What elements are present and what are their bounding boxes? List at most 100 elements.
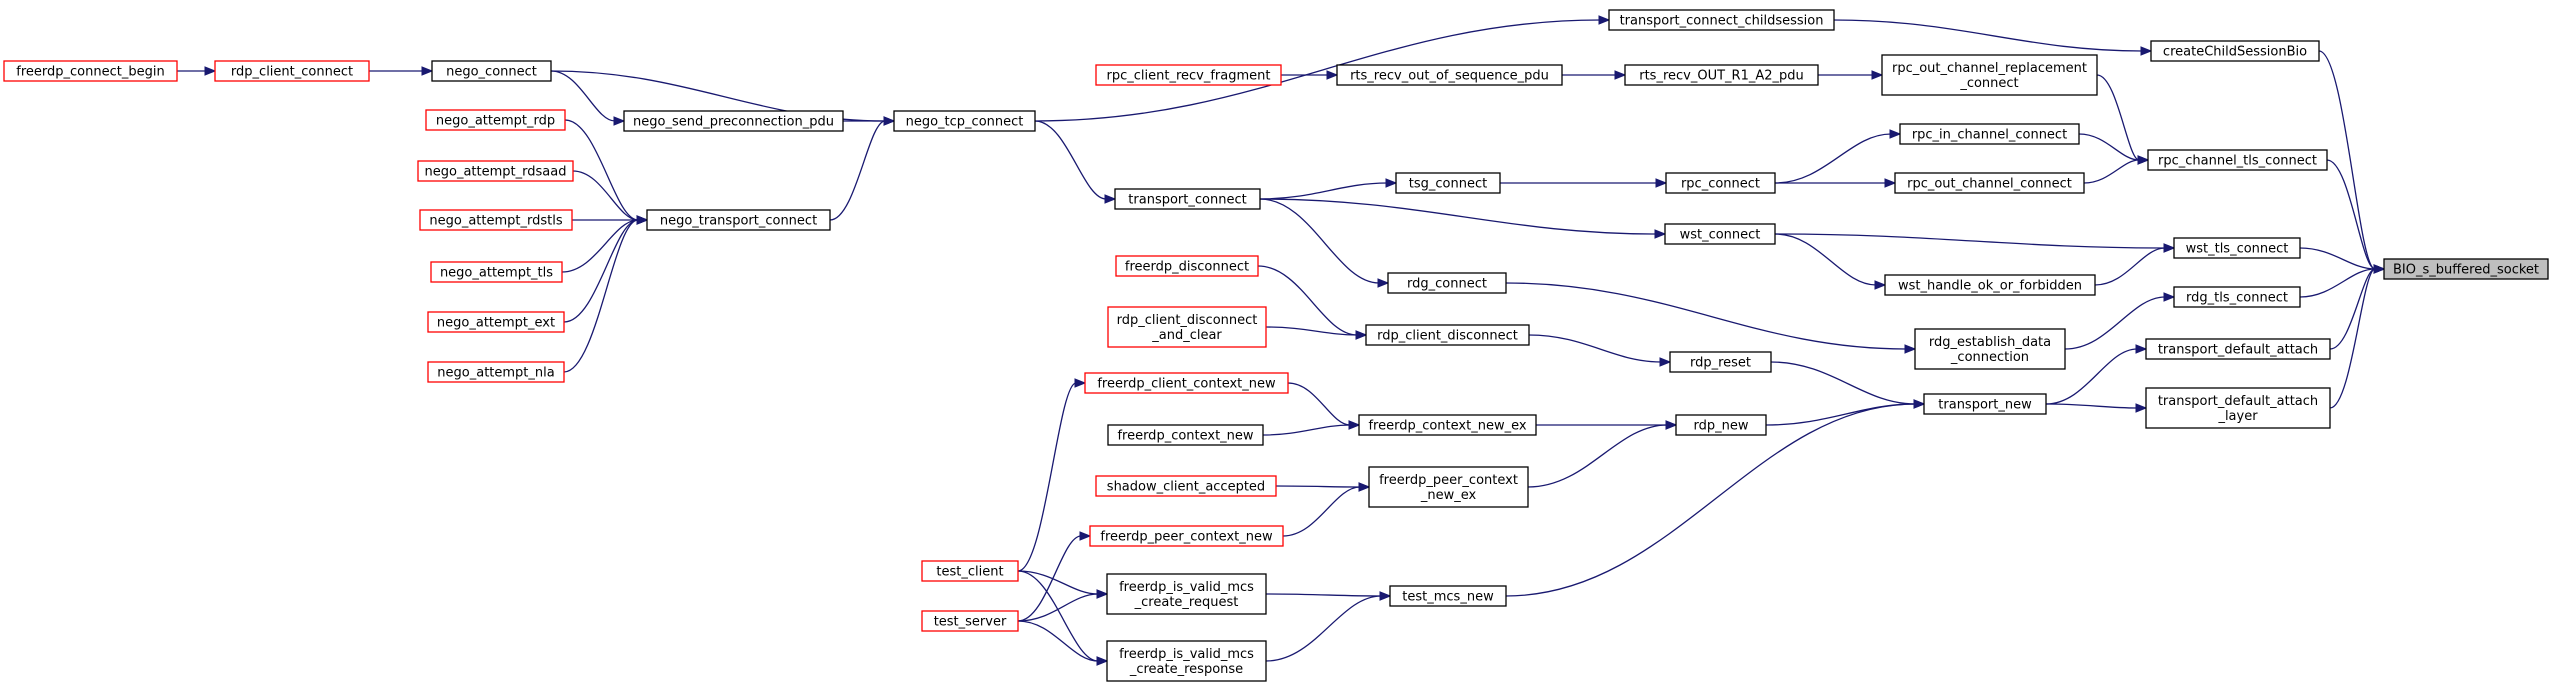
node-label: wst_connect <box>1680 228 1761 243</box>
edge-line <box>1259 198 1380 284</box>
node-freerdp_context_new_ex[interactable]: freerdp_context_new_ex <box>1358 414 1537 436</box>
node-wst_connect[interactable]: wst_connect <box>1664 223 1776 245</box>
edge-test_mcs_new-to-transport_new <box>1505 399 1926 597</box>
node-rts_recv_OUT_R1_A2_pdu[interactable]: rts_recv_OUT_R1_A2_pdu <box>1624 64 1819 86</box>
node-label: nego_tcp_connect <box>906 115 1024 130</box>
node-box <box>646 209 831 231</box>
node-transport_connect[interactable]: transport_connect <box>1114 188 1261 210</box>
node-label: freerdp_peer_context <box>1379 473 1518 488</box>
node-box <box>2147 149 2328 171</box>
edge-arrowhead <box>636 215 649 225</box>
node-rdp_client_disconnect[interactable]: rdp_client_disconnect <box>1365 324 1530 346</box>
edge-line <box>829 120 886 221</box>
node-rpc_out_channel_connect[interactable]: rpc_out_channel_connect <box>1894 172 2085 194</box>
node-rdp_client_disconnect_and_clear[interactable]: rdp_client_disconnect_and_clear <box>1107 306 1267 348</box>
node-box <box>419 209 573 231</box>
node-rpc_connect[interactable]: rpc_connect <box>1665 172 1776 194</box>
edge-line <box>1287 382 1351 426</box>
node-nego_attempt_ext[interactable]: nego_attempt_ext <box>427 311 565 333</box>
node-tsg_connect[interactable]: tsg_connect <box>1395 172 1501 194</box>
edge-line <box>1770 361 1916 405</box>
node-label: nego_connect <box>446 65 537 80</box>
node-nego_attempt_tls[interactable]: nego_attempt_tls <box>430 261 563 283</box>
node-nego_attempt_rdp[interactable]: nego_attempt_rdp <box>425 109 566 131</box>
node-label: rts_recv_out_of_sequence_pdu <box>1350 69 1549 84</box>
node-nego_connect[interactable]: nego_connect <box>431 60 552 82</box>
node-wst_tls_connect[interactable]: wst_tls_connect <box>2173 237 2301 259</box>
node-box <box>921 560 1019 582</box>
node-freerdp_peer_context_new[interactable]: freerdp_peer_context_new <box>1089 525 1284 547</box>
node-nego_attempt_rdsaad[interactable]: nego_attempt_rdsaad <box>417 160 574 182</box>
node-label: transport_connect_childsession <box>1620 14 1824 29</box>
node-box <box>1669 351 1772 373</box>
node-label: test_client <box>936 565 1003 580</box>
node-rpc_in_channel_connect[interactable]: rpc_in_channel_connect <box>1899 123 2080 145</box>
node-nego_attempt_rdstls[interactable]: nego_attempt_rdstls <box>419 209 573 231</box>
node-transport_default_attach_layer[interactable]: transport_default_attach_layer <box>2145 387 2331 429</box>
edge-nego_connect-to-nego_send_preconnection_pdu <box>550 70 626 126</box>
edge-line <box>1833 19 2143 52</box>
node-freerdp_is_valid_mcs_create_request[interactable]: freerdp_is_valid_mcs_create_request <box>1106 573 1267 615</box>
edge-arrowhead <box>1598 15 1611 25</box>
edge-rts_recv_out_of_sequence_pdu-to-rts_recv_OUT_R1_A2_pdu <box>1561 70 1627 80</box>
node-box <box>1395 172 1501 194</box>
node-rpc_channel_tls_connect[interactable]: rpc_channel_tls_connect <box>2147 149 2328 171</box>
node-rdg_tls_connect[interactable]: rdg_tls_connect <box>2173 286 2301 308</box>
edge-line <box>1259 198 1657 235</box>
node-label: _create_request <box>1134 595 1239 610</box>
node-transport_default_attach[interactable]: transport_default_attach <box>2145 338 2331 360</box>
node-rdp_new[interactable]: rdp_new <box>1675 414 1767 436</box>
edge-arrowhead <box>1074 378 1087 388</box>
edge-line <box>1528 334 1662 363</box>
edge-transport_new-to-transport_default_attach_layer <box>2045 403 2148 413</box>
edge-test_client-to-freerdp_client_context_new <box>1017 378 1087 572</box>
node-nego_send_preconnection_pdu[interactable]: nego_send_preconnection_pdu <box>623 110 844 132</box>
node-label: test_server <box>934 615 1007 630</box>
node-freerdp_is_valid_mcs_create_response[interactable]: freerdp_is_valid_mcs_create_response <box>1106 640 1267 682</box>
node-label: freerdp_context_new <box>1117 429 1253 444</box>
edge-rpc_out_channel_replacement_connect-to-rpc_channel_tls_connect <box>2096 74 2150 165</box>
node-label: _connection <box>1950 350 2029 365</box>
node-test_mcs_new[interactable]: test_mcs_new <box>1389 585 1507 607</box>
node-shadow_client_accepted[interactable]: shadow_client_accepted <box>1095 475 1277 497</box>
node-rdg_establish_data_connection[interactable]: rdg_establish_data_connection <box>1914 328 2066 370</box>
node-nego_attempt_nla[interactable]: nego_attempt_nla <box>427 361 565 383</box>
edge-tsg_connect-to-rpc_connect <box>1500 178 1668 188</box>
edge-line <box>1017 620 1099 662</box>
node-freerdp_client_context_new[interactable]: freerdp_client_context_new <box>1084 372 1289 394</box>
node-test_server[interactable]: test_server <box>921 610 1019 632</box>
node-freerdp_disconnect[interactable]: freerdp_disconnect <box>1115 255 1259 277</box>
node-test_client[interactable]: test_client <box>921 560 1019 582</box>
edge-arrowhead <box>1665 420 1678 430</box>
node-freerdp_connect_begin[interactable]: freerdp_connect_begin <box>3 60 178 82</box>
edge-nego_transport_connect-to-nego_tcp_connect <box>829 116 896 221</box>
edge-test_client-to-freerdp_is_valid_mcs_create_response <box>1017 570 1109 666</box>
node-rdp_client_connect[interactable]: rdp_client_connect <box>214 60 370 82</box>
node-rpc_client_recv_fragment[interactable]: rpc_client_recv_fragment <box>1095 64 1282 86</box>
edge-rdg_connect-to-rdg_establish_data_connection <box>1505 282 1917 354</box>
node-box <box>1358 414 1537 436</box>
node-rdg_connect[interactable]: rdg_connect <box>1387 272 1507 294</box>
node-nego_transport_connect[interactable]: nego_transport_connect <box>646 209 831 231</box>
node-freerdp_context_new[interactable]: freerdp_context_new <box>1107 424 1264 446</box>
node-nego_tcp_connect[interactable]: nego_tcp_connect <box>893 110 1036 132</box>
node-label: rts_recv_OUT_R1_A2_pdu <box>1639 69 1804 84</box>
edge-line <box>1257 265 1358 336</box>
node-rts_recv_out_of_sequence_pdu[interactable]: rts_recv_out_of_sequence_pdu <box>1336 64 1563 86</box>
node-rpc_out_channel_replacement_connect[interactable]: rpc_out_channel_replacement_connect <box>1881 54 2098 96</box>
node-label: freerdp_client_context_new <box>1097 377 1276 392</box>
node-transport_new[interactable]: transport_new <box>1923 393 2047 415</box>
node-rdp_reset[interactable]: rdp_reset <box>1669 351 1772 373</box>
edge-line <box>2299 247 2376 270</box>
node-createChildSessionBio[interactable]: createChildSessionBio <box>2150 40 2320 62</box>
node-freerdp_peer_context_new_ex[interactable]: freerdp_peer_context_new_ex <box>1368 466 1529 508</box>
edge-arrowhead <box>1385 178 1398 188</box>
edge-line <box>1765 403 1916 426</box>
node-label: _create_response <box>1129 662 1243 677</box>
node-wst_handle_ok_or_forbidden[interactable]: wst_handle_ok_or_forbidden <box>1884 274 2096 296</box>
node-box <box>1624 64 1819 86</box>
node-transport_connect_childsession[interactable]: transport_connect_childsession <box>1608 9 1835 31</box>
edge-line <box>1265 593 1382 597</box>
edge-arrowhead <box>2163 243 2176 253</box>
